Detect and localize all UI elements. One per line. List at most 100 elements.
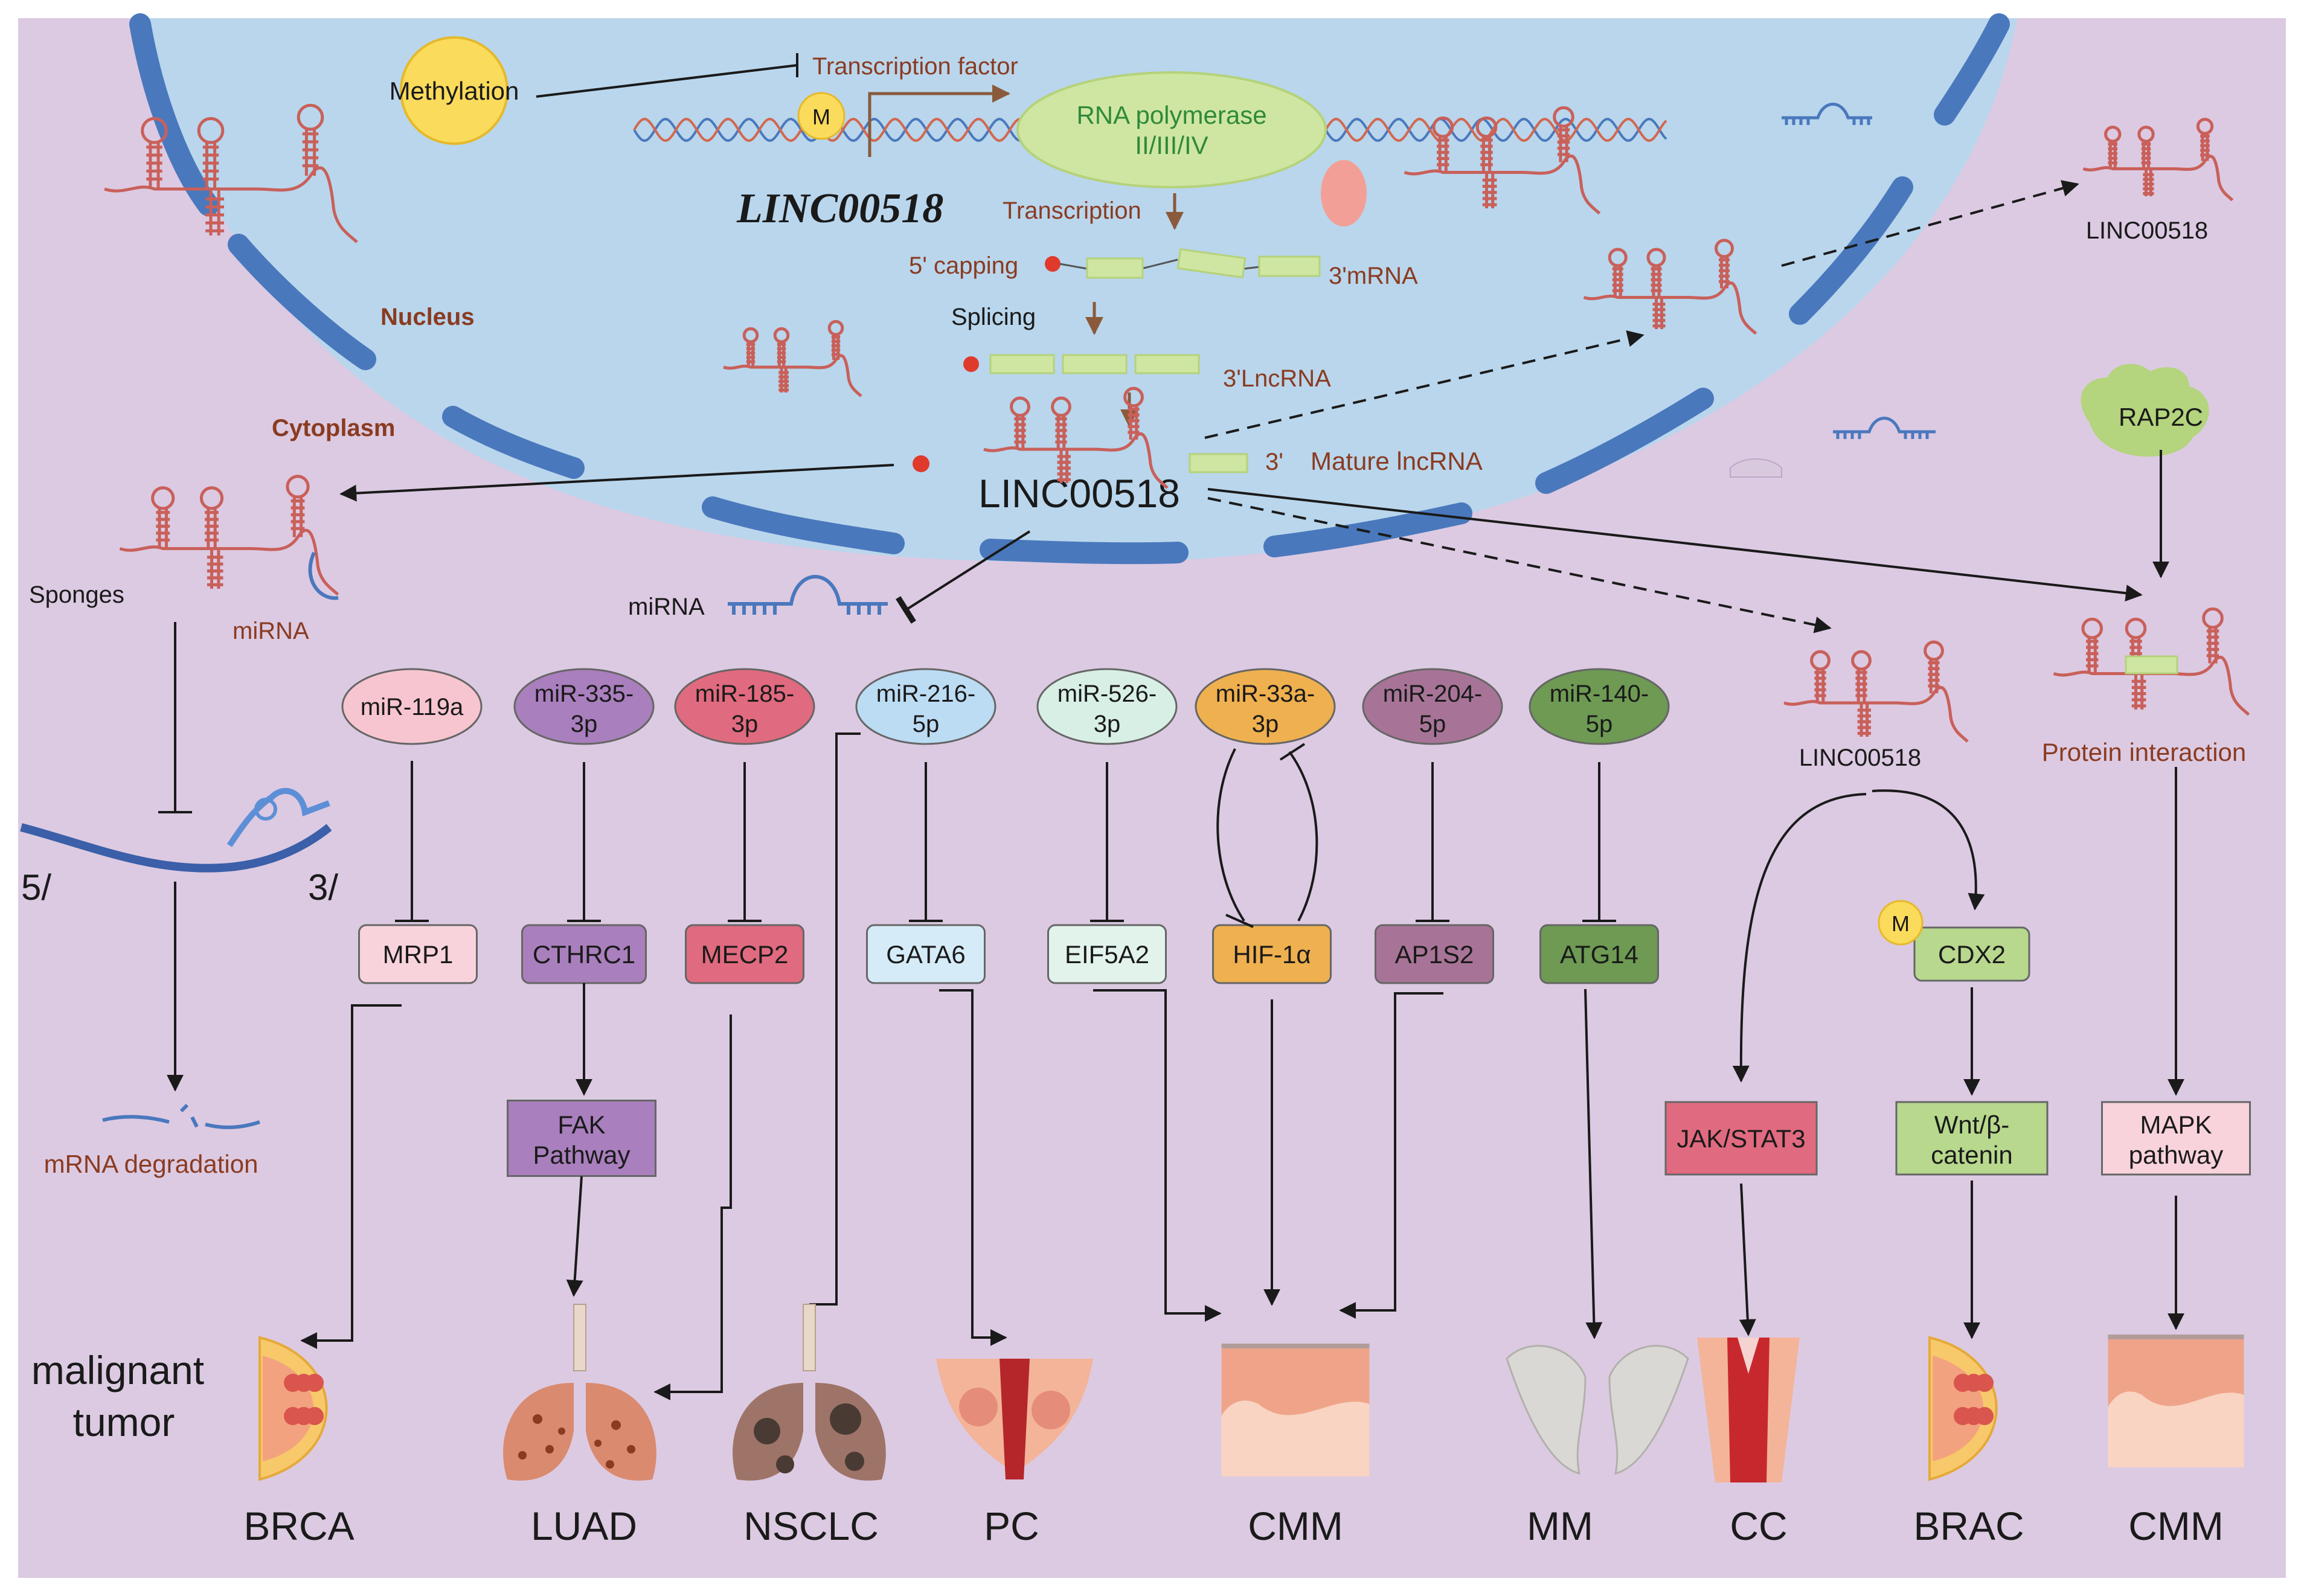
lncrna-name: LINC00518 bbox=[978, 471, 1180, 516]
cancer-label: PC bbox=[984, 1504, 1039, 1548]
target-gene-label: GATA6 bbox=[886, 940, 965, 969]
bone-icon bbox=[1506, 1345, 1689, 1475]
rap2c-label: RAP2C bbox=[2119, 403, 2203, 431]
pathway-label: MAPK bbox=[2140, 1110, 2212, 1139]
pathway-label: JAK/STAT3 bbox=[1677, 1124, 1805, 1153]
inhibit-bar bbox=[1225, 914, 1254, 928]
lncrna-structures bbox=[104, 103, 2250, 743]
mirna-name: miR-33a- bbox=[1216, 681, 1315, 707]
arrow-to-luad bbox=[566, 1176, 583, 1297]
target-gene-label: HIF-1α bbox=[1233, 940, 1311, 969]
lower-lncrna-label: LINC00518 bbox=[1799, 745, 1921, 771]
methylation-node: Methylation bbox=[390, 36, 519, 145]
cancer-label: BRAC bbox=[1913, 1504, 2024, 1548]
mirna-node bbox=[513, 668, 655, 745]
mirna-node bbox=[341, 668, 483, 745]
export-arrow bbox=[1207, 497, 1832, 633]
lncrna-hairpin-icon bbox=[1783, 640, 1969, 743]
arrow-to-cmm bbox=[1339, 992, 1443, 1319]
transcription-factor-label: Transcription factor bbox=[812, 53, 1018, 80]
lung-icon bbox=[733, 1304, 886, 1481]
mirna-suffix: 3p bbox=[1252, 711, 1279, 737]
degraded-mrna-icon bbox=[102, 1103, 260, 1129]
exon bbox=[989, 354, 1055, 374]
target-gene-label: MRP1 bbox=[383, 940, 454, 969]
cancer-label: CC bbox=[1730, 1504, 1787, 1548]
arrow-to-luad bbox=[653, 1014, 732, 1400]
mirna-name: miR-140- bbox=[1550, 681, 1649, 707]
ribosome-blob bbox=[1321, 160, 1367, 226]
target-gene-box bbox=[1212, 924, 1332, 984]
mirna-suffix: 3p bbox=[731, 711, 759, 737]
skin-tissue-icon bbox=[2108, 1335, 2244, 1467]
mirna-name: miR-185- bbox=[695, 681, 794, 707]
target-gene-box bbox=[866, 924, 986, 984]
lncrna-hairpin-icon bbox=[1404, 106, 1601, 215]
splicing-label: Splicing bbox=[951, 304, 1036, 330]
pathway-label: FAK bbox=[557, 1110, 605, 1139]
exon bbox=[1258, 255, 1321, 277]
arrow-to-cc bbox=[1739, 1183, 1756, 1336]
cancer-label: LUAD bbox=[531, 1504, 637, 1548]
pathway-box bbox=[507, 1100, 656, 1177]
cancer-label: BRCA bbox=[243, 1504, 354, 1548]
pathway-label: pathway bbox=[2129, 1141, 2223, 1169]
lncrna-label: 3'LncRNA bbox=[1223, 365, 1331, 392]
target-gene-label: CTHRC1 bbox=[533, 940, 635, 969]
protein-interaction-label: Protein interaction bbox=[2042, 738, 2247, 766]
nucleus bbox=[129, 13, 2017, 565]
cervix-icon bbox=[1697, 1338, 1800, 1482]
target-gene-label: MECP2 bbox=[701, 940, 789, 969]
mirna-name: miR-335- bbox=[534, 681, 634, 707]
target-gene-label: EIF5A2 bbox=[1065, 940, 1149, 969]
target-gene-box bbox=[1375, 924, 1494, 984]
skin-tissue-icon bbox=[1221, 1344, 1370, 1476]
cancer-label: CMM bbox=[2128, 1504, 2224, 1548]
inhibit-bar bbox=[1279, 743, 1306, 761]
pathway-label: catenin bbox=[1931, 1141, 2012, 1169]
organ-icons bbox=[258, 1304, 2244, 1482]
methyl-mark-label: M bbox=[812, 104, 830, 129]
mature-3prime-label: 3' bbox=[1265, 449, 1283, 475]
target-gene-box bbox=[358, 924, 478, 984]
methyl-mark bbox=[797, 92, 846, 140]
export-arrow bbox=[1204, 330, 1645, 439]
free-mirna bbox=[728, 575, 888, 615]
rna-polymerase-label: RNA polymerase bbox=[1076, 101, 1266, 129]
pre-mrna-introns bbox=[1059, 258, 1260, 270]
tumor-label-line2: tumor bbox=[73, 1400, 175, 1444]
exon bbox=[1086, 257, 1144, 279]
mirna-name: miR-216- bbox=[876, 681, 975, 707]
cdx2-arrow bbox=[1872, 789, 1985, 911]
mirna-node bbox=[1036, 668, 1178, 745]
breast-tissue-icon bbox=[258, 1336, 328, 1481]
lncrna-hairpin-icon bbox=[723, 319, 862, 397]
target-gene-label: ATG14 bbox=[1560, 940, 1638, 969]
mirna-node bbox=[1362, 668, 1503, 745]
sponges-label: Sponges bbox=[29, 582, 124, 608]
exon bbox=[1062, 354, 1128, 374]
arrow-to-cmm bbox=[1093, 989, 1222, 1322]
target-gene-box bbox=[1913, 926, 2030, 982]
mirna-node bbox=[674, 668, 815, 745]
vesicle-icon bbox=[1730, 458, 1782, 478]
lncrna-hairpin-icon bbox=[1583, 239, 1757, 335]
mirna-node bbox=[1529, 668, 1670, 745]
target-gene-box bbox=[1539, 924, 1659, 984]
breast-tissue-icon bbox=[1928, 1336, 1998, 1481]
lung-icon bbox=[503, 1304, 656, 1481]
mirna-suffix: 5p bbox=[1419, 711, 1446, 737]
pathway-label: Wnt/β- bbox=[1934, 1110, 2009, 1139]
pathway-box bbox=[1664, 1101, 1818, 1176]
prostate-icon bbox=[936, 1359, 1093, 1479]
transcription-label: Transcription bbox=[1003, 197, 1141, 224]
mirna-inhibit-line bbox=[896, 530, 1031, 624]
mirna-name: miR-526- bbox=[1057, 681, 1157, 707]
exon bbox=[1176, 248, 1247, 279]
mature-lncrna-label: Mature lncRNA bbox=[1311, 447, 1483, 475]
target-mrna bbox=[20, 787, 332, 873]
